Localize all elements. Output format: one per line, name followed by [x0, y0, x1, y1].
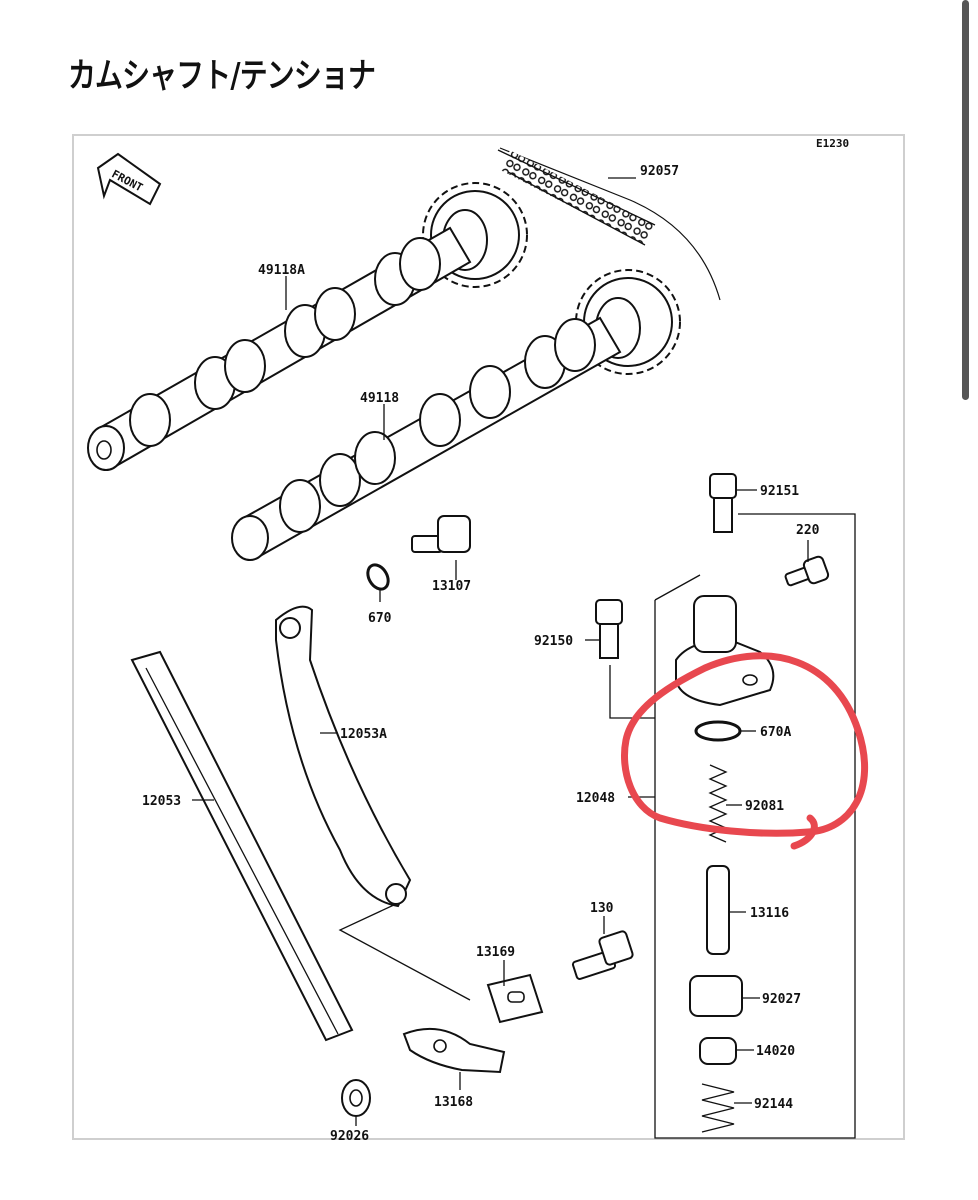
part-label-92026: 92026: [330, 1129, 369, 1144]
bolt-13107: [411, 515, 471, 553]
part-label-13169: 13169: [476, 945, 515, 960]
bolt-130: [571, 930, 634, 980]
part-label-49118: 49118: [360, 391, 399, 406]
part-label-13116: 13116: [750, 906, 789, 921]
bolt-92150: [595, 599, 623, 659]
part-label-92027: 92027: [762, 992, 801, 1007]
camshaft-exhaust: [87, 226, 472, 471]
camshaft-intake: [231, 316, 622, 561]
diagram-code: E1230: [816, 137, 849, 150]
part-label-13168: 13168: [434, 1095, 473, 1110]
part-label-13107: 13107: [432, 579, 471, 594]
nut-14020: [699, 1037, 737, 1065]
part-label-12048: 12048: [576, 791, 615, 806]
part-label-220: 220: [796, 523, 820, 538]
bushing-92026: [341, 1079, 371, 1117]
part-label-12053: 12053: [142, 794, 181, 809]
part-label-14020: 14020: [756, 1044, 795, 1059]
plate-13169: [486, 973, 544, 1024]
part-label-12053A: 12053A: [340, 727, 387, 742]
push-rod-13116: [706, 865, 730, 955]
part-label-92150: 92150: [534, 634, 573, 649]
o-ring-670: [366, 563, 390, 591]
cam-chain: [497, 147, 721, 301]
chain-guide-12053: [130, 650, 354, 1042]
collar-92027: [689, 975, 743, 1017]
chain-guide-12053A: [275, 605, 412, 908]
scrollbar-thumb[interactable]: [962, 0, 969, 400]
parts-diagram-frame: [72, 134, 905, 1140]
part-label-92151: 92151: [760, 484, 799, 499]
part-label-92144: 92144: [754, 1097, 793, 1112]
bolt-92151: [709, 473, 737, 533]
front-arrow-icon: FRONT: [96, 152, 162, 206]
red-highlight-tail: [790, 814, 818, 850]
red-highlight-circle: [621, 652, 869, 837]
part-label-670A: 670A: [760, 725, 791, 740]
part-label-670: 670: [368, 611, 392, 626]
part-label-49118A: 49118A: [258, 263, 305, 278]
tensioner-body-12048: [675, 595, 775, 707]
spring-92144: [701, 1083, 735, 1133]
guide-connector-line: [338, 903, 471, 1001]
part-label-92057: 92057: [640, 164, 679, 179]
page-title: カムシャフト/テンショナ: [68, 56, 376, 96]
bolt-220: [784, 555, 830, 587]
tensioner-box-outline: [654, 513, 856, 1139]
o-ring-670A: [694, 720, 742, 742]
part-label-92081: 92081: [745, 799, 784, 814]
lever-13168: [402, 1027, 506, 1074]
part-label-130: 130: [590, 901, 614, 916]
